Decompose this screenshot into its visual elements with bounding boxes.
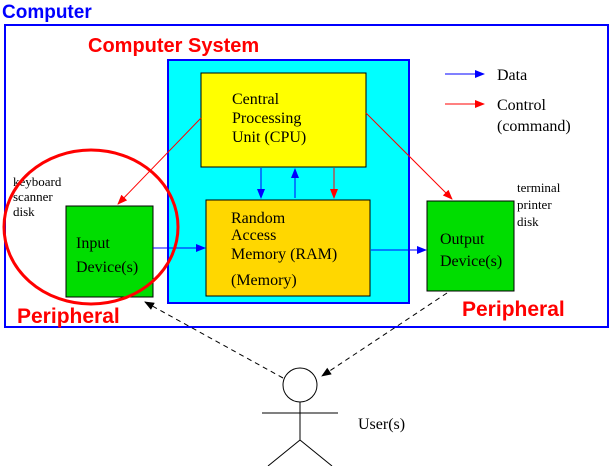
legend-data-label: Data	[497, 67, 527, 84]
legend-command-label: (command)	[497, 118, 571, 135]
control-arrow-cpu-to-output	[365, 112, 453, 200]
computer-title: Computer	[2, 2, 92, 23]
ram-label-line3: Memory (RAM)	[231, 246, 337, 263]
peripheral-right-label: Peripheral	[462, 298, 565, 321]
user-stick-figure-icon	[262, 367, 338, 466]
cpu-box	[200, 72, 367, 168]
input-device-box	[65, 205, 154, 298]
cpu-label-line3: Unit (CPU)	[232, 129, 306, 146]
input-example-scanner: scanner	[13, 189, 53, 204]
ram-box	[205, 199, 371, 297]
user-label: User(s)	[358, 416, 405, 433]
peripheral-left-label: Peripheral	[17, 305, 120, 328]
output-device-label-line1: Output	[440, 231, 485, 248]
output-device-label-line2: Device(s)	[440, 253, 502, 270]
ram-label-line4: (Memory)	[231, 272, 297, 289]
output-example-disk: disk	[517, 214, 539, 229]
ram-label-line1: Random	[231, 210, 286, 227]
output-example-terminal: terminal	[517, 180, 561, 195]
cpu-label-line2: Processing	[232, 110, 301, 127]
computer-frame	[4, 24, 609, 328]
user-to-input-arrow	[144, 301, 284, 379]
output-example-printer: printer	[517, 197, 552, 212]
peripheral-highlight-circle	[2, 148, 180, 306]
output-device-box	[426, 200, 515, 292]
control-arrow-cpu-to-input	[117, 117, 202, 205]
legend-control-label: Control	[497, 97, 546, 114]
computer-system-title: Computer System	[88, 35, 259, 57]
output-to-user-arrow	[321, 292, 448, 377]
input-example-disk: disk	[13, 204, 35, 219]
input-device-label-line2: Device(s)	[76, 259, 138, 276]
ram-label-line2: Access	[231, 227, 276, 244]
input-device-label-line1: Input	[76, 235, 110, 252]
cpu-label-line1: Central	[232, 91, 280, 108]
